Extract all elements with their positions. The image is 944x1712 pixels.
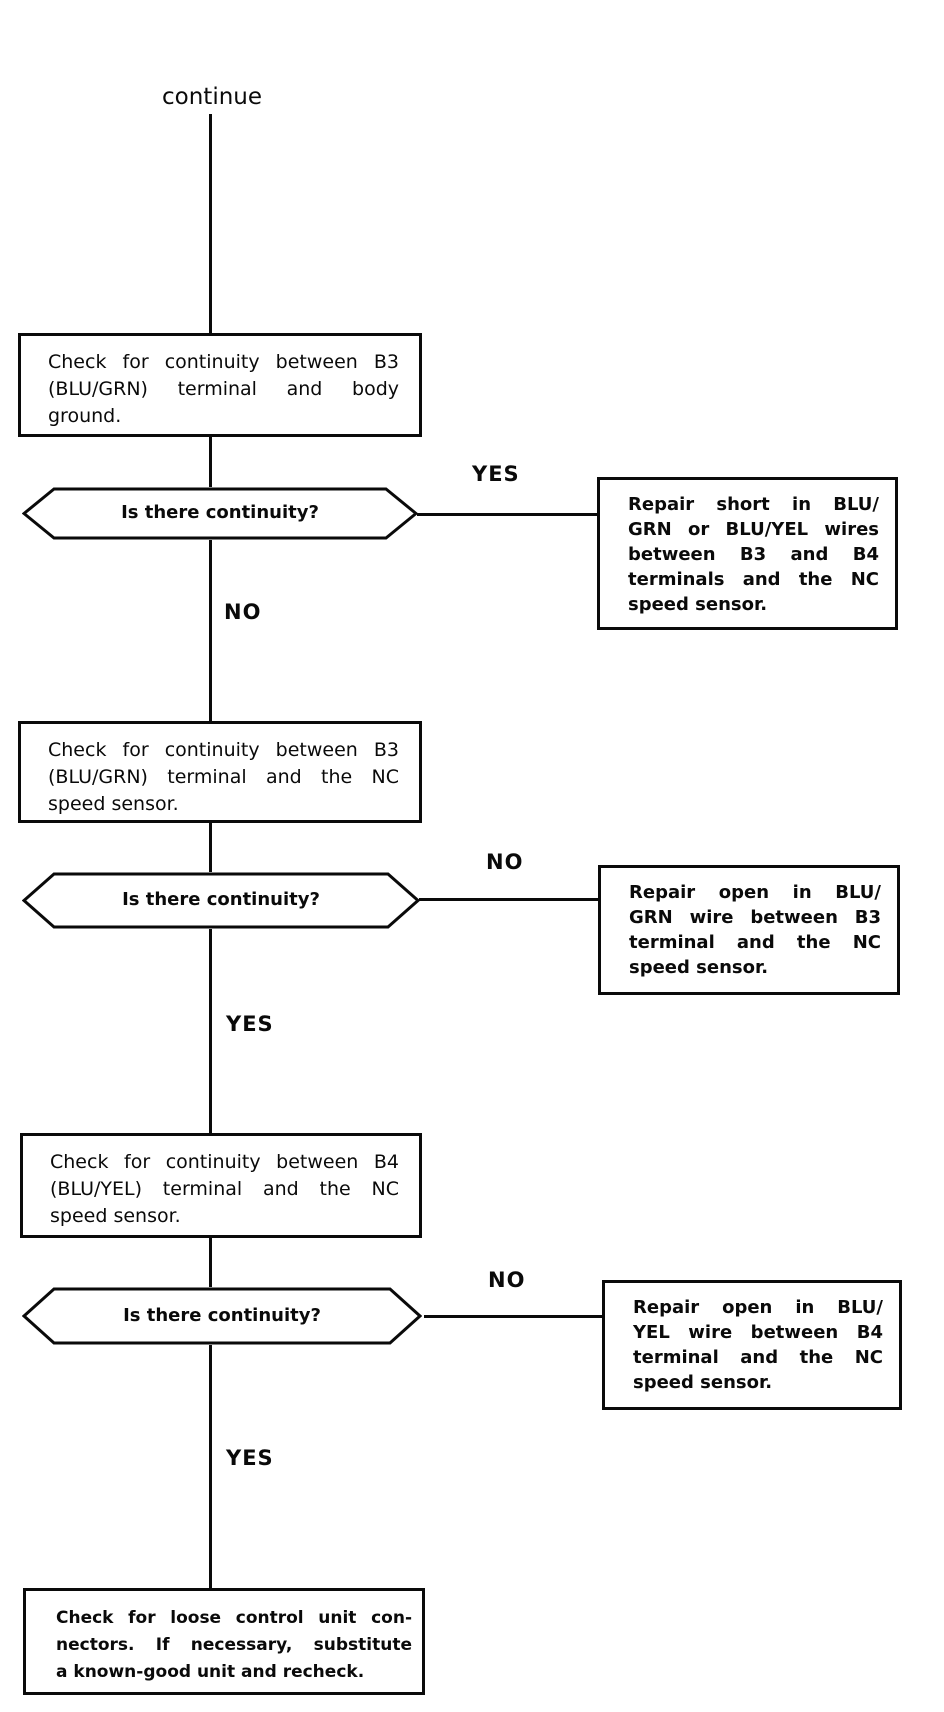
- box-text-line: (BLU/GRN) terminal and the NC: [48, 766, 399, 788]
- decision-hexagon-continuity-2: Is there continuity?: [22, 872, 420, 929]
- hexagon-shape: [22, 872, 420, 929]
- action-box-repair-open-blu-yel: Repair open in BLU/ YEL wire between B4 …: [602, 1280, 902, 1410]
- box-text-line: Repair open in BLU/: [629, 882, 881, 903]
- box-text-line: speed sensor.: [628, 594, 768, 615]
- flow-line-decision2-to-check3: [209, 929, 212, 1133]
- flow-line-decision3-no-branch: [424, 1315, 602, 1318]
- box-text-line: a known-good unit and recheck.: [56, 1662, 365, 1682]
- flow-line-check2-to-decision2: [209, 823, 212, 872]
- flow-line-entry-to-check1: [209, 114, 212, 333]
- branch-label-yes-1: YES: [472, 462, 520, 486]
- decision-hexagon-continuity-1: Is there continuity?: [22, 487, 418, 540]
- flow-line-check3-to-decision3: [209, 1238, 212, 1287]
- box-text-line: speed sensor.: [50, 1205, 181, 1227]
- decision-question: Is there continuity?: [122, 889, 320, 910]
- box-text-line: between B3 and B4: [628, 544, 879, 565]
- flow-line-decision2-no-branch: [419, 898, 598, 901]
- hexagon-shape: [22, 1287, 422, 1345]
- box-text-line: speed sensor.: [48, 793, 179, 815]
- box-text-line: speed sensor.: [633, 1372, 773, 1393]
- box-text-line: Check for continuity between B3: [48, 351, 399, 373]
- box-text-line: ground.: [48, 405, 122, 427]
- flow-line-decision1-yes-branch: [417, 513, 597, 516]
- process-box-check-b3-speed-sensor: Check for continuity between B3 (BLU/GRN…: [18, 721, 422, 823]
- branch-label-no-2: NO: [486, 850, 524, 874]
- box-text-line: Check for loose control unit con-: [56, 1608, 412, 1628]
- box-text-line: Check for continuity between B4: [50, 1151, 399, 1173]
- branch-label-yes-3: YES: [226, 1446, 274, 1470]
- box-text-line: GRN or BLU/YEL wires: [628, 519, 879, 540]
- hexagon-shape: [22, 487, 418, 540]
- branch-label-no-3: NO: [488, 1268, 526, 1292]
- box-text-line: nectors. If necessary, substitute: [56, 1635, 412, 1655]
- box-text-line: terminals and the NC: [628, 569, 879, 590]
- action-box-repair-short-b3-b4: Repair short in BLU/ GRN or BLU/YEL wire…: [597, 477, 898, 630]
- box-text-line: Check for continuity between B3: [48, 739, 399, 761]
- action-box-repair-open-blu-grn: Repair open in BLU/ GRN wire between B3 …: [598, 865, 900, 995]
- decision-question: Is there continuity?: [121, 502, 319, 523]
- flow-line-decision1-to-check2: [209, 540, 212, 721]
- box-text-line: (BLU/YEL) terminal and the NC: [50, 1178, 399, 1200]
- flow-line-decision3-to-final: [209, 1345, 212, 1588]
- branch-label-yes-2: YES: [226, 1012, 274, 1036]
- box-text-line: GRN wire between B3: [629, 907, 881, 928]
- process-box-check-b4-speed-sensor: Check for continuity between B4 (BLU/YEL…: [20, 1133, 422, 1238]
- entry-label-continue: continue: [162, 84, 263, 110]
- decision-question: Is there continuity?: [123, 1304, 321, 1326]
- process-box-check-b3-body-ground: Check for continuity between B3 (BLU/GRN…: [18, 333, 422, 437]
- decision-hexagon-continuity-3: Is there continuity?: [22, 1287, 422, 1345]
- box-text-line: speed sensor.: [629, 957, 769, 978]
- box-text-line: terminal and the NC: [629, 932, 881, 953]
- box-text-line: YEL wire between B4: [633, 1322, 883, 1343]
- box-text-line: Repair short in BLU/: [628, 494, 879, 515]
- box-text-line: terminal and the NC: [633, 1347, 883, 1368]
- box-text-line: (BLU/GRN) terminal and body: [48, 378, 399, 400]
- branch-label-no-1: NO: [224, 600, 262, 624]
- process-box-check-control-unit-connectors: Check for loose control unit con- nector…: [23, 1588, 425, 1695]
- flow-line-check1-to-decision1: [209, 437, 212, 487]
- box-text-line: Repair open in BLU/: [633, 1297, 883, 1318]
